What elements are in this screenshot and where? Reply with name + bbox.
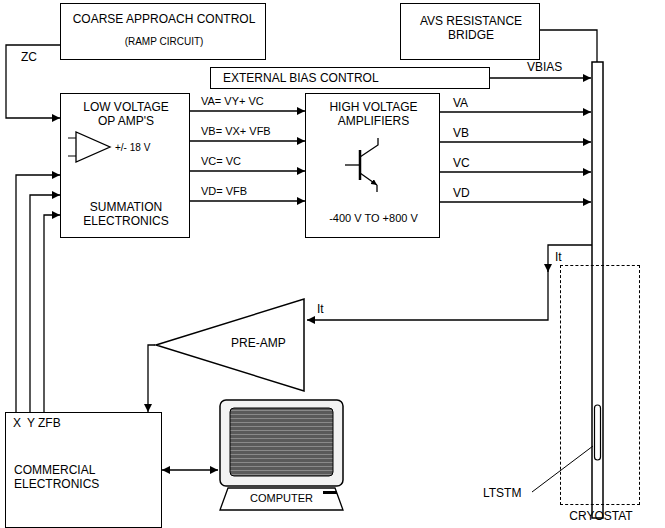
hv-output <box>440 141 591 142</box>
box-label: LOW VOLTAGE OP AMP'S <box>81 100 171 129</box>
box-label: CRYOSTAT <box>551 509 651 523</box>
transistor-collector <box>360 138 378 157</box>
signal-label: VBIAS <box>526 60 563 74</box>
drive-slot <box>323 491 337 494</box>
connector-label: VC= VC <box>200 155 242 168</box>
box-label: PRE-AMP <box>231 336 301 350</box>
computer-base <box>220 488 343 510</box>
hv-output <box>440 111 591 112</box>
box-label: HIGH VOLTAGE AMPLIFIERS <box>318 100 429 129</box>
connector-label: ZC <box>20 50 38 64</box>
box-label: EXTERNAL BIAS CONTROL <box>223 71 473 85</box>
signal-label: VA <box>452 96 469 110</box>
signal-connector <box>44 215 60 412</box>
signal-label: Y <box>26 416 36 430</box>
current-wire <box>307 270 548 320</box>
signal-label: VC <box>452 156 471 170</box>
signal-connector <box>30 195 60 412</box>
monitor-screen <box>230 408 333 476</box>
signal-connector <box>190 110 305 111</box>
box-label: AVS RESISTANCE BRIDGE <box>407 14 535 43</box>
signal-label: It <box>316 302 325 316</box>
monitor-case <box>220 400 343 486</box>
transistor-emitter <box>376 185 377 192</box>
amplifier-triangle <box>156 299 304 391</box>
probe-bar <box>592 62 603 518</box>
box-label: COARSE APPROACH CONTROL <box>61 12 267 26</box>
box-label: COMMERCIAL ELECTRONICS <box>14 463 124 492</box>
signal-label: VD <box>452 186 471 200</box>
opamp-inputs <box>68 138 76 156</box>
bias-wire <box>490 77 591 78</box>
current-wire <box>548 245 592 272</box>
box-label: -400 V TO +800 V <box>310 212 437 225</box>
signal-connector <box>16 175 60 412</box>
signal-label: ZFB <box>37 416 62 430</box>
signal-connector <box>190 140 305 141</box>
signal-connector <box>190 200 305 201</box>
signal-label: LTSTM <box>482 486 522 500</box>
box-label: SUMMATION ELECTRONICS <box>71 200 181 229</box>
amplifier-box: HIGH VOLTAGE AMPLIFIERS -400 V TO +800 V <box>305 93 440 238</box>
signal-connector <box>190 170 305 171</box>
transistor-base <box>345 164 360 165</box>
connector-label: VA= VY+ VC <box>200 95 265 108</box>
hv-output <box>440 171 591 172</box>
opamp-symbol <box>76 132 110 162</box>
bridge-box: AVS RESISTANCE BRIDGE <box>400 3 540 60</box>
bias-box: EXTERNAL BIAS CONTROL <box>210 67 490 89</box>
box-label: (RAMP CIRCUIT) <box>61 36 267 48</box>
control-box: COARSE APPROACH CONTROL (RAMP CIRCUIT) <box>60 3 266 60</box>
connector-label: VB= VX+ VFB <box>200 125 272 138</box>
box-label: COMPUTER <box>232 492 331 505</box>
preamp-triangle: PRE-AMP <box>155 298 305 392</box>
bridge-wire <box>540 30 597 62</box>
computer-monitor: COMPUTER <box>218 398 345 512</box>
connector-label: VD= VFB <box>200 185 248 198</box>
box-label: +/- 18 V <box>115 142 175 154</box>
leader-line <box>532 446 593 492</box>
hv-output <box>440 201 591 202</box>
transistor-emitter <box>360 173 377 185</box>
signal-label: X <box>12 416 22 430</box>
signal-connector <box>6 45 60 118</box>
signal-label: It <box>554 250 563 264</box>
cryostat-outline: CRYOSTAT <box>560 265 640 505</box>
summation-box: LOW VOLTAGE OP AMP'S +/- 18 V SUMMATION EL… <box>60 93 190 238</box>
signal-connector <box>162 469 218 470</box>
signal-connector <box>148 345 155 412</box>
ltstm-head <box>595 405 601 460</box>
signal-label: VB <box>452 126 470 140</box>
transistor-bar <box>359 150 362 180</box>
